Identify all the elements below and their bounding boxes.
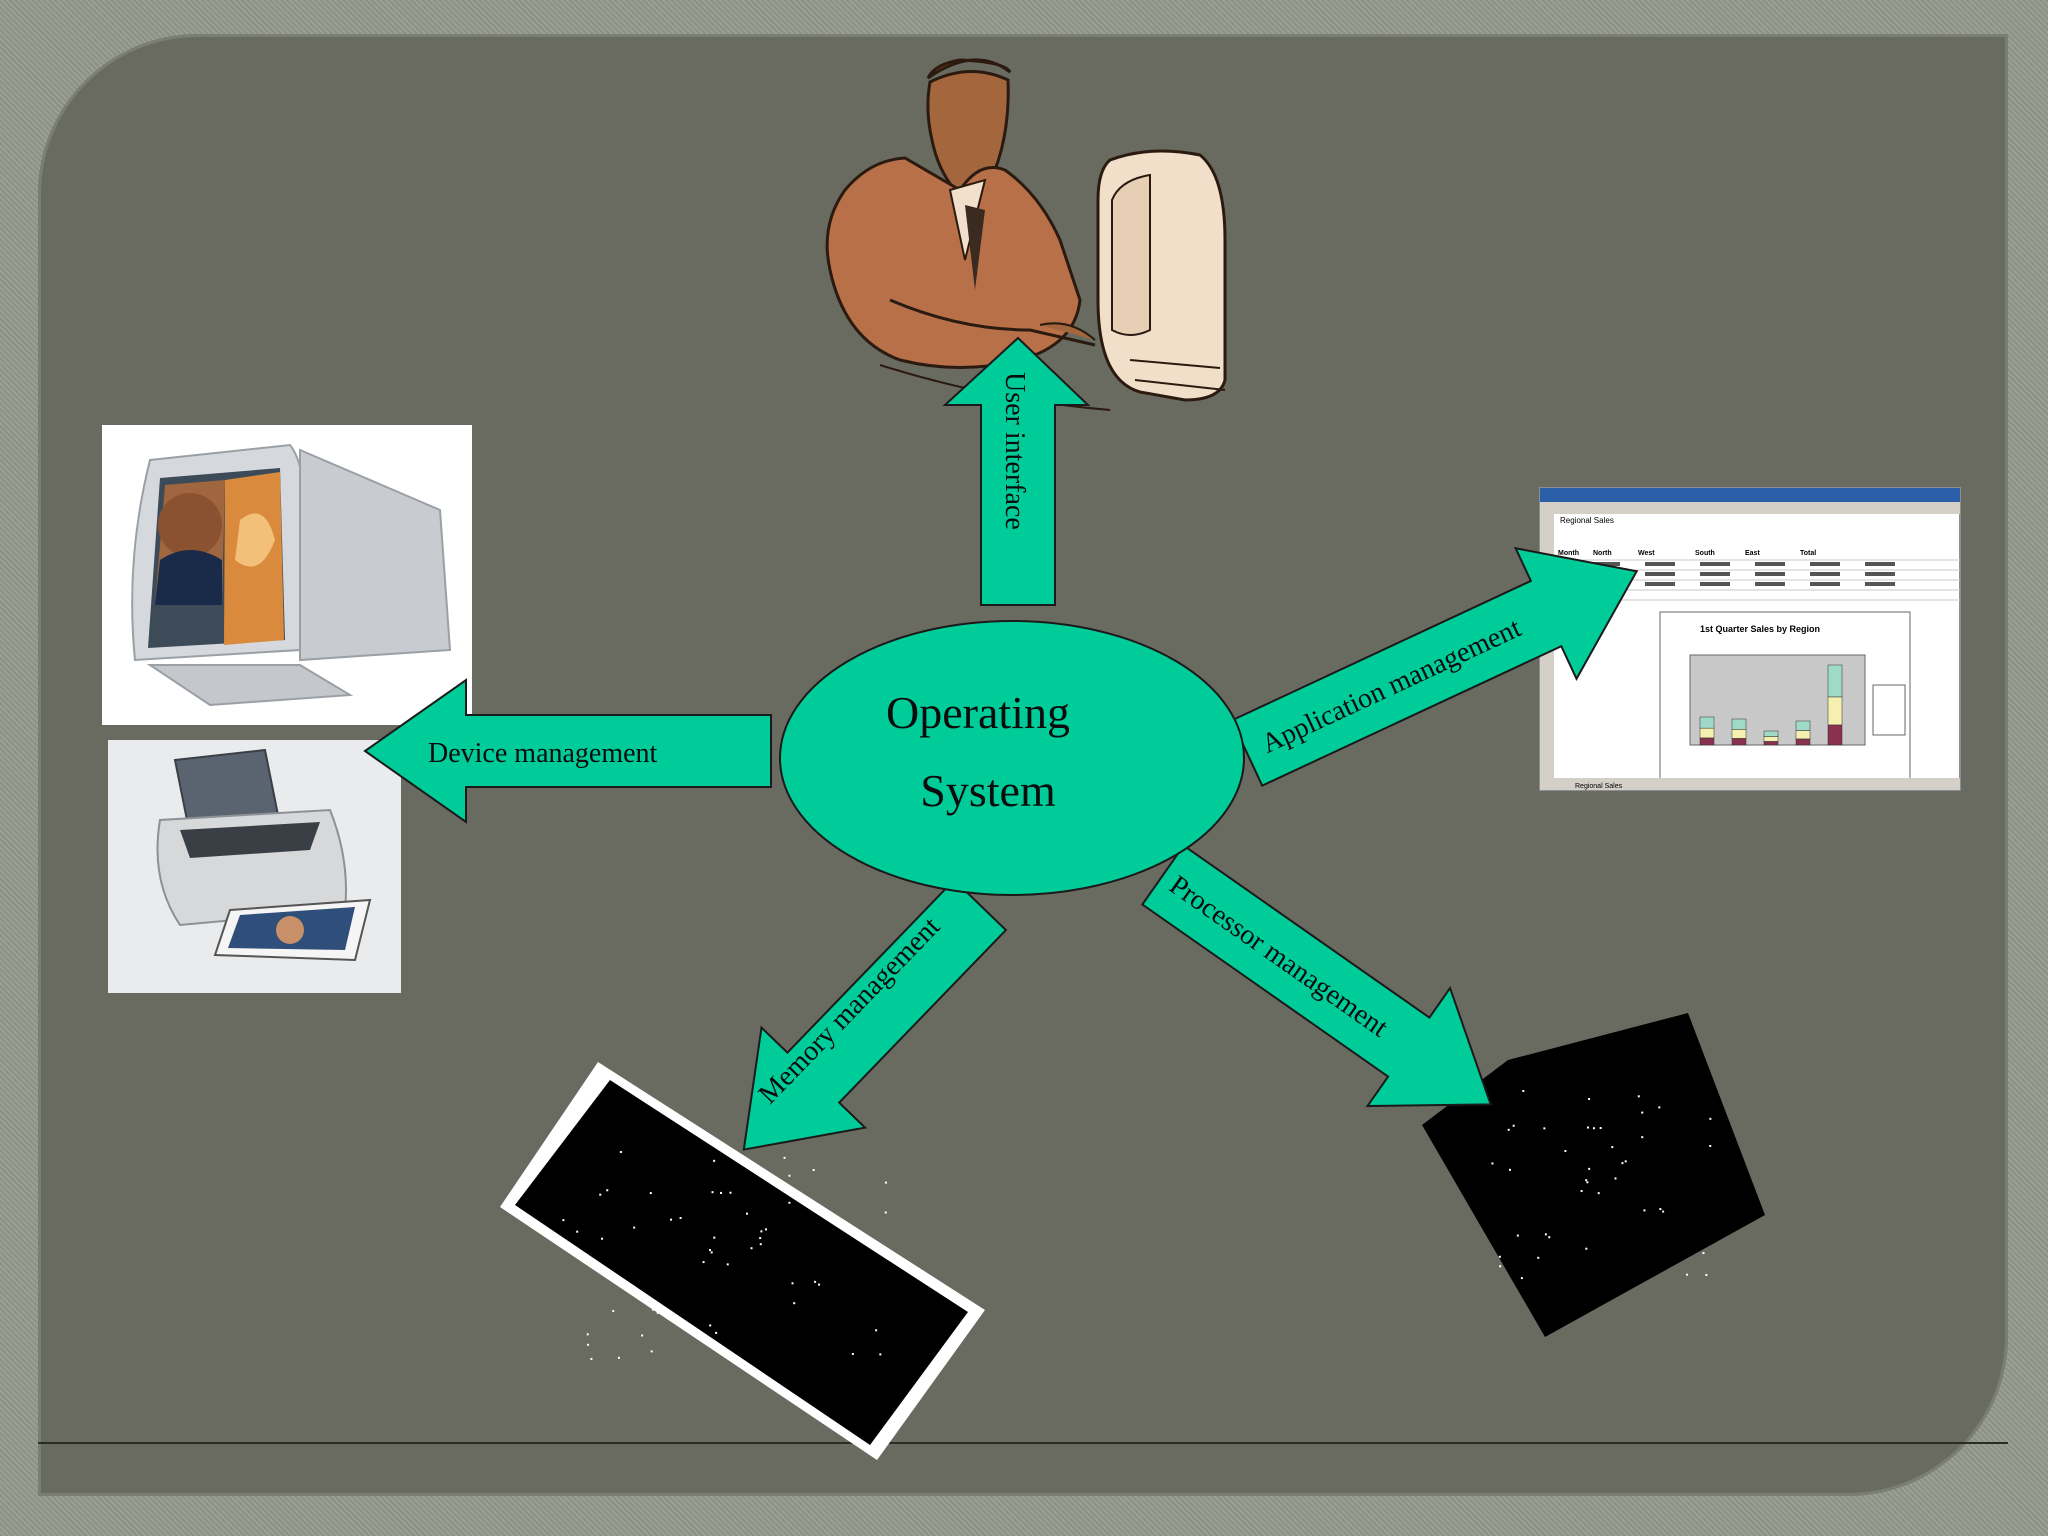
user-at-computer-illustration <box>825 58 1227 411</box>
memory-management-arrow: Memory management <box>742 878 1008 1151</box>
sheet-header-cell: West <box>1638 550 1655 557</box>
device-management-arrow: Device management <box>363 678 772 824</box>
processor-management-label: Processor management <box>1164 870 1394 1044</box>
application-management-label: Application management <box>1257 612 1526 759</box>
sheet-title: Regional Sales <box>1560 516 1614 525</box>
sheet-tab: Regional Sales <box>1575 783 1623 790</box>
mini-chart-bars <box>1699 664 1843 746</box>
crt-monitor-photo <box>102 425 472 725</box>
user-interface-arrow: User interface <box>942 336 1091 606</box>
sheet-header-row: Month North West South East Total <box>1558 550 1816 557</box>
mini-chart-title: 1st Quarter Sales by Region <box>1700 624 1820 634</box>
user-interface-label: User interface <box>999 372 1030 530</box>
operating-system-node: Operating System <box>779 620 1245 896</box>
printer-photo <box>108 740 401 993</box>
memory-chip-image <box>500 1062 985 1460</box>
sheet-header-cell: North <box>1593 550 1612 557</box>
os-label-line2: System <box>920 765 1056 816</box>
sheet-header-cell: Month <box>1558 550 1579 557</box>
device-management-label: Device management <box>428 738 658 769</box>
os-label-line1: Operating <box>886 687 1070 738</box>
processor-chip-image <box>1422 1013 1765 1337</box>
sheet-header-cell: South <box>1695 550 1715 557</box>
sheet-header-cell: East <box>1745 550 1760 557</box>
spreadsheet-screenshot: Regional Sales Month North West South East To… <box>1539 487 1961 791</box>
sheet-header-cell: Total <box>1800 550 1816 557</box>
bottom-rule <box>38 1442 2008 1444</box>
